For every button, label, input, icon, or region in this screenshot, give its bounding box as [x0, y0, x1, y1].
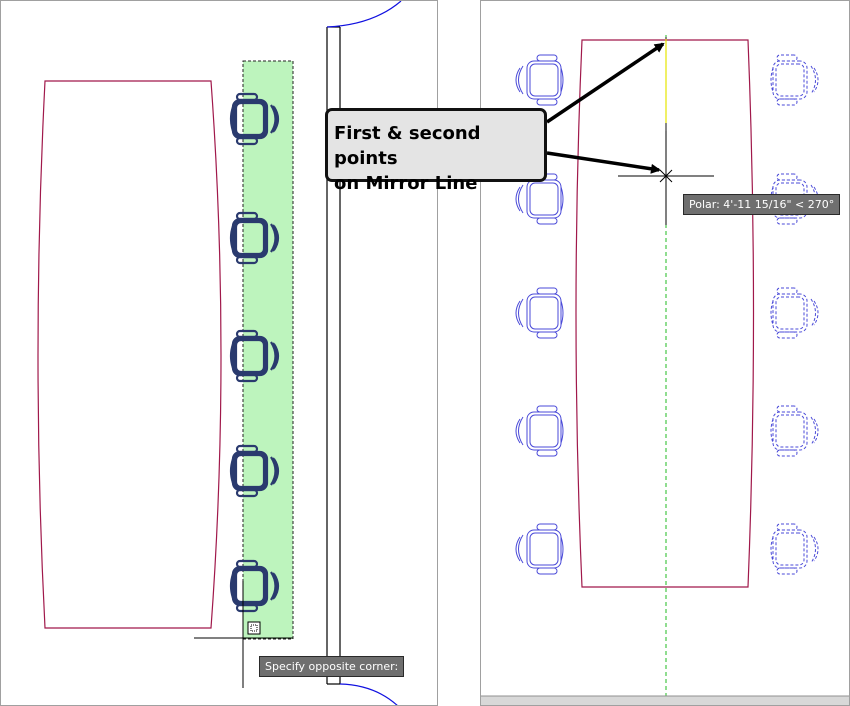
- office-chair-icon[interactable]: [229, 444, 280, 498]
- cursor-x-mark-2: [659, 169, 673, 183]
- callout-box: First & second points on Mirror Line: [325, 108, 547, 194]
- office-chair-icon[interactable]: [229, 559, 280, 613]
- right-drawing-canvas[interactable]: [481, 1, 850, 706]
- office-chair-icon[interactable]: [770, 523, 819, 575]
- viewport-bottom-border: [481, 696, 849, 705]
- office-chair-icon[interactable]: [770, 287, 819, 339]
- door-swing-top: [326, 1, 402, 28]
- office-chair-icon[interactable]: [515, 173, 564, 225]
- command-prompt-tooltip: Specify opposite corner:: [259, 656, 405, 677]
- office-chair-icon[interactable]: [515, 54, 564, 106]
- door-swing-bottom: [339, 683, 398, 705]
- office-chair-icon[interactable]: [229, 92, 280, 146]
- office-chair-icon[interactable]: [515, 523, 564, 575]
- conference-table[interactable]: [575, 39, 755, 588]
- left-drawing-canvas[interactable]: [1, 1, 438, 706]
- office-chair-icon[interactable]: [515, 405, 564, 457]
- callout-line-2: on Mirror Line: [334, 173, 478, 194]
- conference-table[interactable]: [37, 80, 222, 629]
- chair-group-mirrored-preview: [770, 54, 819, 575]
- right-drawing-viewport[interactable]: Polar: 4'-11 15/16" < 270°: [480, 0, 850, 706]
- chair-group-left[interactable]: [229, 92, 280, 613]
- callout-line-1: First & second points: [334, 123, 481, 169]
- left-drawing-viewport[interactable]: Specify opposite corner:: [0, 0, 438, 706]
- polar-tracking-tooltip: Polar: 4'-11 15/16" < 270°: [683, 194, 841, 215]
- office-chair-icon[interactable]: [229, 211, 280, 265]
- cursor-pickbox-inner: [250, 624, 258, 632]
- office-chair-icon[interactable]: [770, 405, 819, 457]
- office-chair-icon[interactable]: [770, 54, 819, 106]
- office-chair-icon[interactable]: [229, 329, 280, 383]
- office-chair-icon[interactable]: [515, 287, 564, 339]
- cursor-pickbox-icon: [247, 621, 261, 635]
